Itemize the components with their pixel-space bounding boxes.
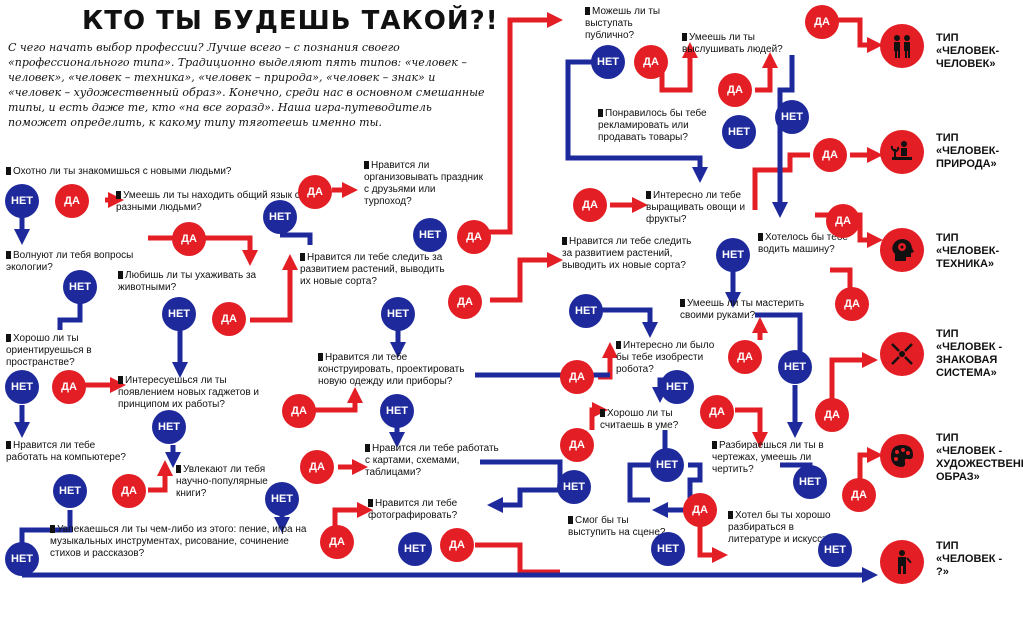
question-12: Нравится ли тебе работать с картами, схе… [365, 443, 499, 478]
no-node: НЕТ [152, 410, 186, 444]
no-node: НЕТ [398, 532, 432, 566]
no-node: НЕТ [5, 542, 39, 576]
yes-node: ДА [683, 493, 717, 527]
yes-node: ДА [300, 450, 334, 484]
no-node: НЕТ [53, 474, 87, 508]
no-node: НЕТ [5, 184, 39, 218]
no-node: НЕТ [5, 370, 39, 404]
yes-node: ДА [634, 45, 668, 79]
person-icon [880, 540, 924, 584]
question-9: Нравится ли тебе конструировать, проекти… [318, 352, 478, 388]
type-label-human-unknown: ТИП «ЧЕЛОВЕК - ?» [936, 540, 1003, 578]
yes-node: ДА [728, 340, 762, 374]
yes-node: ДА [172, 222, 206, 256]
question-25: Смог бы ты выступить на сцене? [568, 515, 668, 539]
yes-node: ДА [320, 525, 354, 559]
question-14: Нравится ли тебе фотографировать? [368, 498, 498, 522]
yes-node: ДА [573, 188, 607, 222]
type-label-human-tech: ТИП «ЧЕЛОВЕК-ТЕХНИКА» [936, 232, 1000, 270]
question-6: Нравится ли тебе следить за развитием ра… [300, 252, 450, 288]
people-icon [880, 24, 924, 68]
no-node: НЕТ [263, 200, 297, 234]
no-node: НЕТ [162, 297, 196, 331]
question-20: Хотелось бы тебе водить машину? [758, 232, 848, 255]
type-label-human-human: ТИП «ЧЕЛОВЕК-ЧЕЛОВЕК» [936, 32, 1000, 70]
no-node: НЕТ [381, 297, 415, 331]
question-26: Хотел бы ты хорошо разбираться в литерат… [728, 510, 848, 546]
question-1: Охотно ли ты знакомишься с новыми людьми… [6, 166, 266, 178]
yes-node: ДА [212, 302, 246, 336]
no-node: НЕТ [651, 532, 685, 566]
question-8: Интересуешься ли ты появлением новых гад… [118, 375, 278, 411]
no-node: НЕТ [557, 470, 591, 504]
no-node: НЕТ [413, 218, 447, 252]
arrows-icon [880, 332, 924, 376]
no-node: НЕТ [793, 465, 827, 499]
no-node: НЕТ [650, 448, 684, 482]
yes-node: ДА [815, 398, 849, 432]
question-2: Умеешь ли ты находить общий язык с разны… [116, 190, 306, 214]
question-19: Нравится ли тебе следить за развитием ра… [562, 236, 697, 272]
question-3: Нравится ли организовывать праздник с др… [364, 160, 483, 207]
yes-node: ДА [700, 395, 734, 429]
yes-node: ДА [805, 5, 839, 39]
no-node: НЕТ [716, 238, 750, 272]
question-7: Хорошо ли ты ориентируешься в пространст… [6, 333, 126, 369]
no-node: НЕТ [63, 270, 97, 304]
yes-node: ДА [842, 478, 876, 512]
no-node: НЕТ [660, 370, 694, 404]
intro-text: С чего начать выбор профессии? Лучше все… [8, 41, 485, 129]
yes-node: ДА [457, 220, 491, 254]
no-node: НЕТ [380, 394, 414, 428]
question-5: Любишь ли ты ухаживать за животными? [118, 270, 278, 294]
type-label-human-sign: ТИП «ЧЕЛОВЕК - ЗНАКОВАЯ СИСТЕМА» [936, 328, 1003, 379]
question-21: Умеешь ли ты мастерить своими руками? [680, 298, 830, 322]
yes-node: ДА [448, 285, 482, 319]
question-17: Понравилось бы тебе рекламировать или пр… [598, 108, 723, 144]
gear-head-icon [880, 228, 924, 272]
question-24: Разбираешься ли ты в чертежах, умеешь ли… [712, 440, 832, 476]
no-node: НЕТ [591, 45, 625, 79]
no-node: НЕТ [722, 115, 756, 149]
yes-node: ДА [718, 73, 752, 107]
palette-icon [880, 434, 924, 478]
yes-node: ДА [440, 528, 474, 562]
yes-node: ДА [282, 394, 316, 428]
no-node: НЕТ [778, 350, 812, 384]
yes-node: ДА [835, 287, 869, 321]
yes-node: ДА [560, 428, 594, 462]
question-13: Увлекаешься ли ты чем-либо из этого: пен… [50, 524, 310, 560]
yes-node: ДА [560, 360, 594, 394]
plant-icon [880, 130, 924, 174]
no-node: НЕТ [818, 533, 852, 567]
question-16: Умеешь ли ты выслушивать людей? [682, 32, 802, 56]
type-label-human-art: ТИП «ЧЕЛОВЕК - ХУДОЖЕСТВЕННЫЙ ОБРАЗ» [936, 432, 1023, 483]
question-18: Интересно ли тебе выращивать овощи и фру… [646, 190, 766, 226]
yes-node: ДА [52, 370, 86, 404]
question-11: Увлекают ли тебя научно-популярные книги… [176, 464, 296, 500]
question-23: Хорошо ли ты считаешь в уме? [600, 408, 700, 432]
page-title: КТО ТЫ БУДЕШЬ ТАКОЙ?! [82, 6, 499, 36]
yes-node: ДА [826, 204, 860, 238]
question-4: Волнуют ли тебя вопросы экологии? [6, 250, 136, 274]
question-10: Нравится ли тебе работать на компьютере? [6, 440, 136, 464]
yes-node: ДА [55, 184, 89, 218]
question-15: Можешь ли ты выступать публично? [585, 6, 665, 42]
yes-node: ДА [298, 175, 332, 209]
question-22: Интересно ли было бы тебе изобрести робо… [616, 340, 726, 376]
no-node: НЕТ [265, 482, 299, 516]
no-node: НЕТ [775, 100, 809, 134]
yes-node: ДА [813, 138, 847, 172]
type-label-human-nature: ТИП «ЧЕЛОВЕК-ПРИРОДА» [936, 132, 1000, 170]
yes-node: ДА [112, 474, 146, 508]
no-node: НЕТ [569, 294, 603, 328]
